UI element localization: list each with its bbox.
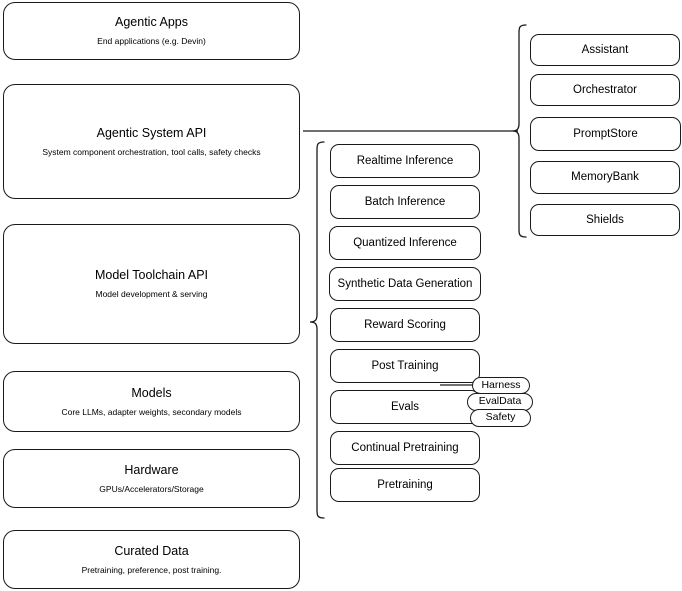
component-assistant[interactable]: Assistant <box>530 34 680 66</box>
evals-tag-label: EvalData <box>478 395 522 408</box>
capability-label: Reward Scoring <box>364 318 446 331</box>
capability-label: Batch Inference <box>364 195 446 208</box>
component-label: Orchestrator <box>573 83 637 96</box>
capability-label: Post Training <box>371 359 439 372</box>
layer-title: Models <box>131 385 172 400</box>
capability-label: Pretraining <box>377 478 433 491</box>
evals-tag-harness[interactable]: Harness <box>472 377 530 394</box>
layer-title: Agentic System API <box>96 125 207 140</box>
component-label: Assistant <box>581 43 629 56</box>
component-label: MemoryBank <box>571 171 639 184</box>
evals-tag-label: Safety <box>485 411 516 424</box>
toolchain-capabilities-brace <box>309 141 325 519</box>
component-label: Shields <box>586 213 624 226</box>
capability-label: Quantized Inference <box>353 236 457 249</box>
capability-label: Synthetic Data Generation <box>337 277 473 290</box>
component-shields[interactable]: Shields <box>530 204 680 236</box>
layer-agentic-apps[interactable]: Agentic Apps End applications (e.g. Devi… <box>3 2 300 60</box>
component-promptstore[interactable]: PromptStore <box>530 117 681 151</box>
capability-continual-pretraining[interactable]: Continual Pretraining <box>330 431 480 465</box>
layer-curated-data[interactable]: Curated Data Pretraining, preference, po… <box>3 530 300 589</box>
capability-label: Realtime Inference <box>356 154 454 167</box>
layer-model-toolchain-api[interactable]: Model Toolchain API Model development & … <box>3 224 300 344</box>
layer-title: Model Toolchain API <box>94 268 209 283</box>
layer-hardware[interactable]: Hardware GPUs/Accelerators/Storage <box>3 449 300 508</box>
component-label: PromptStore <box>573 127 638 140</box>
layer-agentic-system-api[interactable]: Agentic System API System component orch… <box>3 84 300 199</box>
component-memorybank[interactable]: MemoryBank <box>530 161 680 194</box>
layer-title: Agentic Apps <box>115 15 188 30</box>
capability-label: Continual Pretraining <box>351 441 459 454</box>
layer-subtitle: Pretraining, preference, post training. <box>81 564 222 575</box>
capability-realtime-inference[interactable]: Realtime Inference <box>330 144 480 178</box>
layer-subtitle: Core LLMs, adapter weights, secondary mo… <box>61 406 242 417</box>
evals-tag-safety[interactable]: Safety <box>470 409 531 427</box>
layer-subtitle: System component orchestration, tool cal… <box>42 146 261 157</box>
capability-synthetic-data-generation[interactable]: Synthetic Data Generation <box>329 267 481 301</box>
layer-title: Hardware <box>124 462 179 477</box>
component-orchestrator[interactable]: Orchestrator <box>530 74 680 106</box>
layer-title: Curated Data <box>114 543 189 558</box>
layer-models[interactable]: Models Core LLMs, adapter weights, secon… <box>3 371 300 432</box>
layer-subtitle: GPUs/Accelerators/Storage <box>99 483 204 494</box>
layer-subtitle: Model development & serving <box>95 289 208 299</box>
layer-subtitle: End applications (e.g. Devin) <box>97 36 206 46</box>
system-components-brace <box>512 24 527 238</box>
capability-evals[interactable]: Evals <box>330 390 480 424</box>
capability-batch-inference[interactable]: Batch Inference <box>330 185 480 219</box>
evals-tag-label: Harness <box>481 378 521 391</box>
capability-pretraining[interactable]: Pretraining <box>330 468 480 502</box>
capability-post-training[interactable]: Post Training <box>330 349 480 383</box>
capability-reward-scoring[interactable]: Reward Scoring <box>330 308 480 342</box>
capability-quantized-inference[interactable]: Quantized Inference <box>329 226 481 260</box>
capability-label: Evals <box>390 400 420 413</box>
